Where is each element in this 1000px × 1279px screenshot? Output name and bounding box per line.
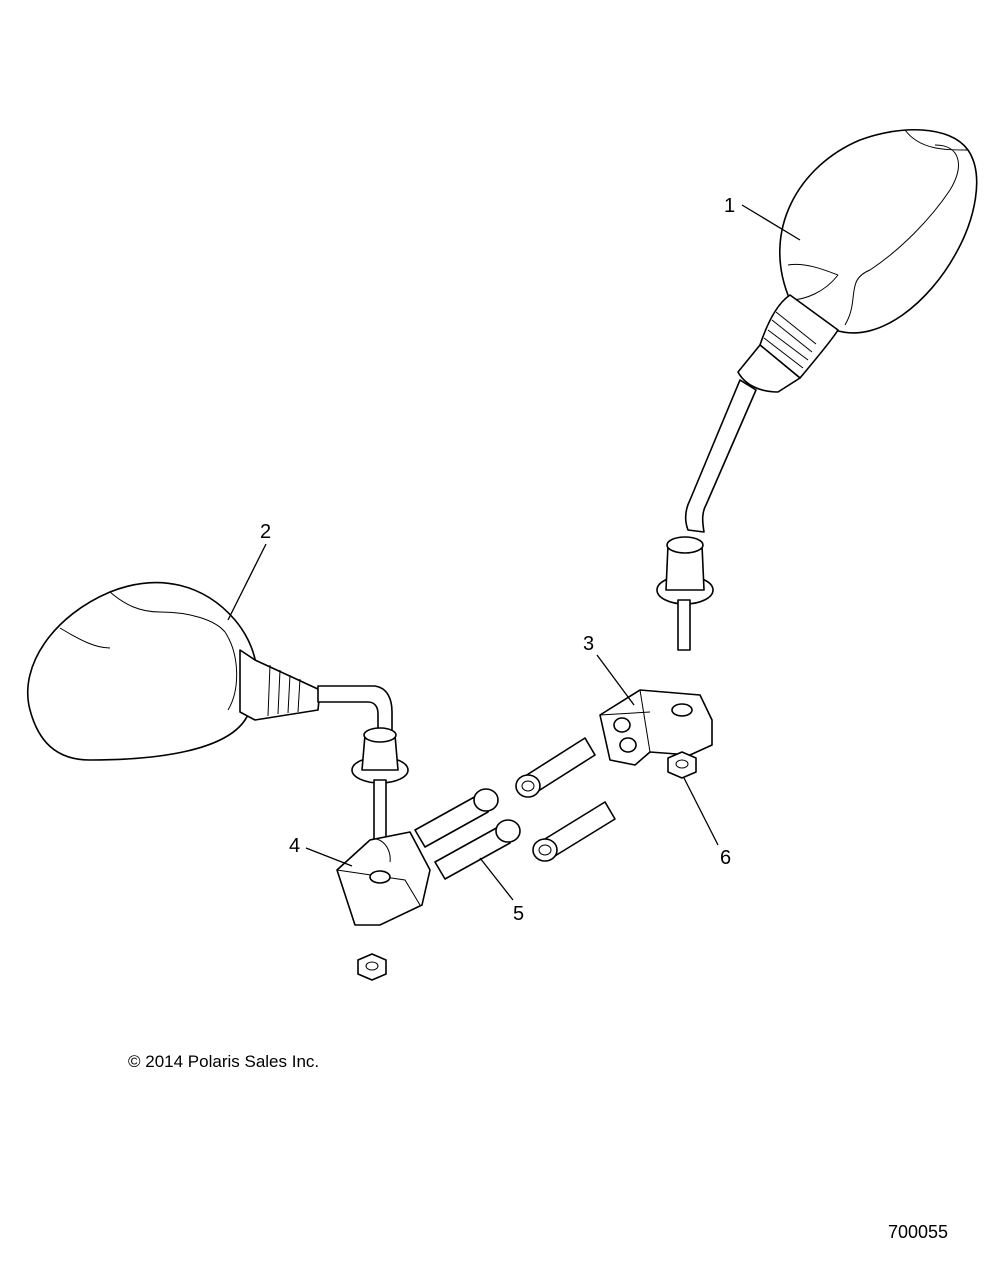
figure-number: 700055 bbox=[888, 1222, 948, 1242]
bracket-4 bbox=[336, 831, 431, 926]
bolts bbox=[414, 737, 616, 880]
mirror-left bbox=[27, 581, 409, 841]
callout-2: 2 bbox=[260, 521, 271, 543]
callout-5: 5 bbox=[513, 903, 524, 925]
mirror-right bbox=[656, 128, 978, 651]
nuts bbox=[357, 751, 697, 981]
bracket-3 bbox=[599, 689, 713, 766]
callout-4: 4 bbox=[289, 835, 300, 857]
callout-6: 6 bbox=[720, 847, 731, 869]
copyright-text: © 2014 Polaris Sales Inc. bbox=[128, 1052, 319, 1071]
leader-lines bbox=[227, 204, 801, 901]
callout-3: 3 bbox=[583, 633, 594, 655]
callout-1: 1 bbox=[724, 195, 735, 217]
